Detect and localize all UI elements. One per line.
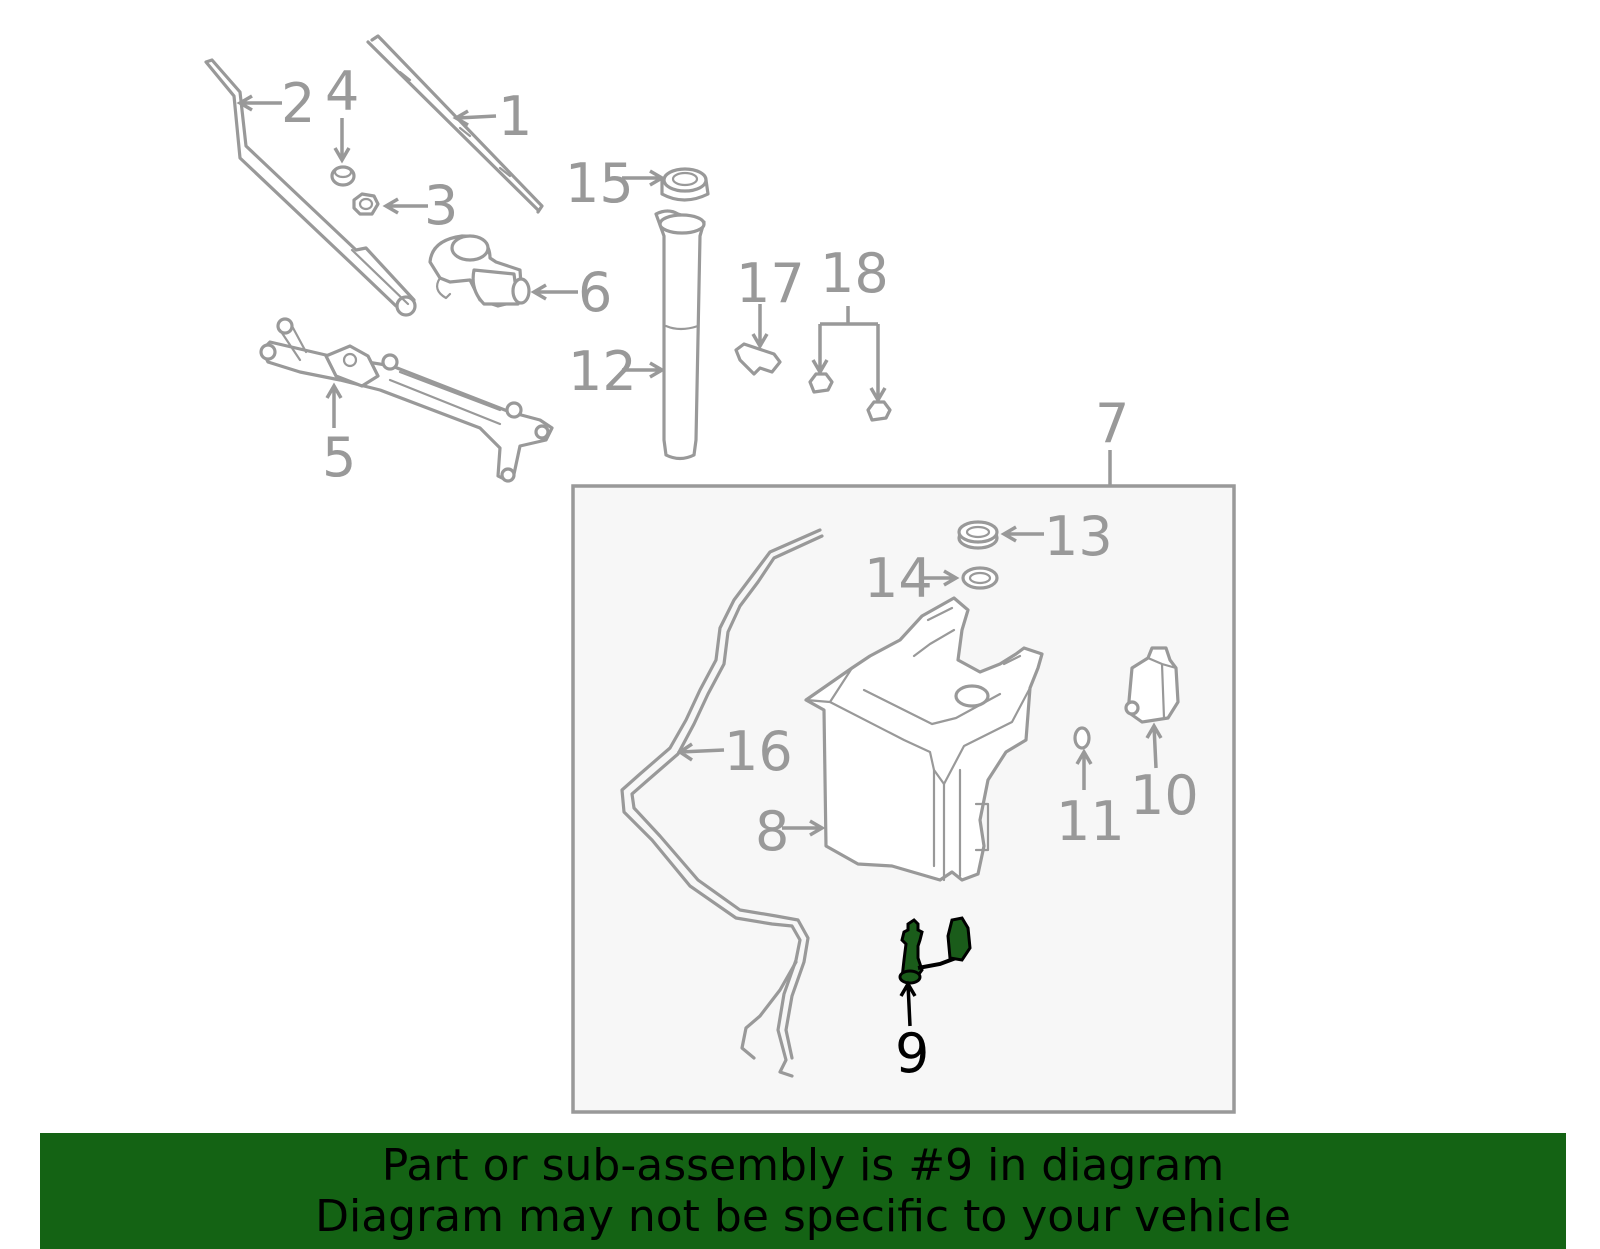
callout-8: 8 [755,800,789,863]
callout-10: 10 [1130,764,1199,827]
leader-8 [782,819,826,837]
leader-3 [382,197,428,215]
footer-banner: Part or sub-assembly is #9 in diagram Di… [40,1133,1566,1249]
footer-part-note: Part or sub-assembly is #9 in diagram [381,1140,1225,1191]
leader-16 [676,742,725,762]
leader-13 [1000,525,1044,543]
callout-13: 13 [1044,505,1113,568]
part-13-grommet [957,520,999,550]
footer-disclaimer: Diagram may not be specific to your vehi… [315,1191,1291,1242]
part-14-seal [961,566,999,590]
callout-15: 15 [565,152,634,215]
callout-12: 12 [568,340,637,403]
callout-2: 2 [281,72,315,135]
part-15-filler-cap [660,167,710,202]
callout-5: 5 [322,426,356,489]
part-10-washer-pump [1124,646,1180,724]
part-18-clips [808,372,892,422]
leader-18 [811,306,887,404]
callout-4: 4 [325,60,359,123]
part-12-filler-neck [654,209,706,461]
callout-3: 3 [424,174,458,237]
leader-9 [899,980,917,1027]
leader-4 [333,118,351,164]
part-5-wiper-linkage [259,317,554,483]
leader-5 [325,382,343,428]
leader-12 [622,361,666,379]
callout-18: 18 [820,242,889,305]
leader-2 [236,94,282,112]
callout-9: 9 [895,1022,929,1085]
callout-6: 6 [578,261,612,324]
leader-11 [1075,748,1093,790]
part-6-wiper-motor [428,234,531,308]
leader-1 [452,109,497,127]
leader-10 [1145,722,1163,769]
part-8-washer-reservoir [804,596,1044,882]
part-4-cap [330,165,356,187]
callout-11: 11 [1056,790,1125,853]
parts-diagram: 7 1 2 4 3 6 [204,34,1236,1114]
part-11-o-ring [1073,726,1091,750]
part-2-wiper-arm [204,58,417,317]
leader-6 [530,283,578,301]
part-16-washer-hose [620,528,824,1078]
callout-1: 1 [498,85,532,148]
part-3-nut [352,192,380,216]
leader-17 [751,304,769,350]
part-17-connector [734,342,782,376]
callout-14: 14 [864,547,933,610]
part-9-level-sensor [898,916,972,985]
callout-17: 17 [736,252,805,315]
leader-14 [920,569,960,587]
callout-7: 7 [1095,392,1129,455]
callout-16: 16 [724,720,793,783]
leader-15 [622,169,666,187]
